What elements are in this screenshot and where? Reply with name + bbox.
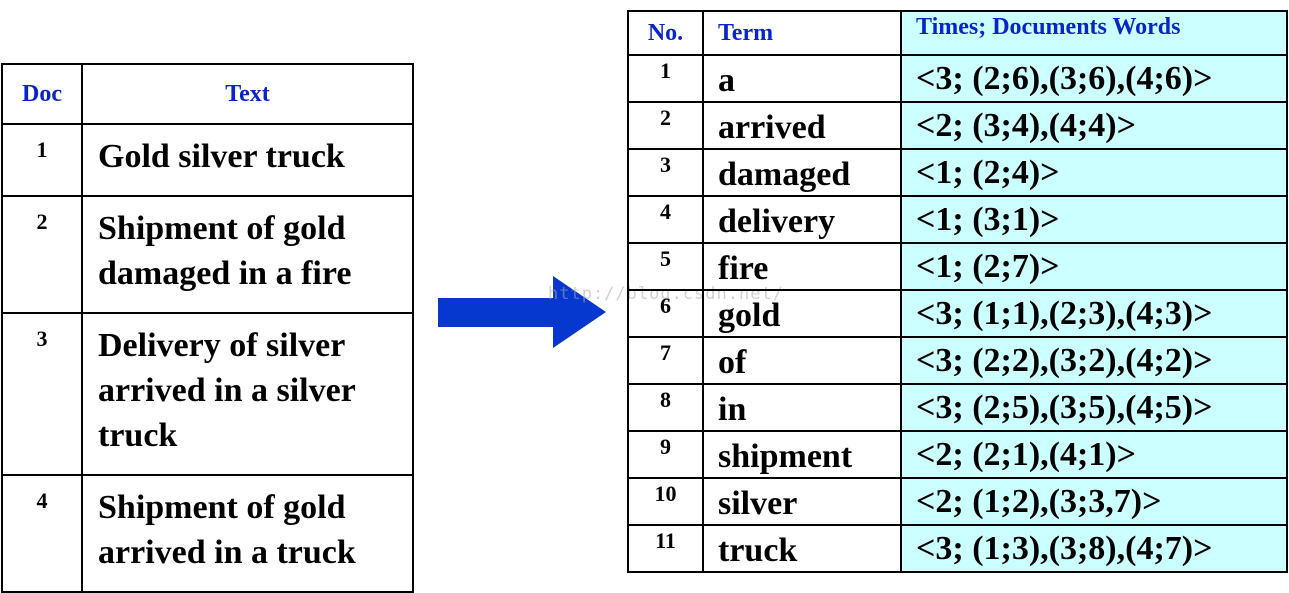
no-column-header: No.	[627, 10, 704, 56]
doc-text: Gold silver truck	[81, 123, 414, 197]
term-column-header: Term	[702, 10, 902, 56]
index-row: 9 shipment <2; (2;1),(4;1)>	[627, 430, 1288, 479]
term-number: 8	[627, 383, 704, 432]
term-number: 1	[627, 54, 704, 103]
posting-column-header: Times; Documents Words	[900, 10, 1288, 56]
document-row: 4 Shipment of gold arrived in a truck	[1, 474, 414, 593]
index-row: 5 fire <1; (2;7)>	[627, 242, 1288, 291]
index-row: 7 of <3; (2;2),(3;2),(4;2)>	[627, 336, 1288, 385]
posting-list: <3; (2;5),(3;5),(4;5)>	[900, 383, 1288, 432]
posting-list: <1; (2;4)>	[900, 148, 1288, 197]
term-number: 5	[627, 242, 704, 291]
term: shipment	[702, 430, 902, 479]
term: silver	[702, 477, 902, 526]
arrow-shape	[438, 276, 606, 348]
document-table: Doc Text 1 Gold silver truck 2 Shipment …	[1, 63, 414, 593]
term-number: 10	[627, 477, 704, 526]
term: a	[702, 54, 902, 103]
index-row: 10 silver <2; (1;2),(3;3,7)>	[627, 477, 1288, 526]
doc-column-header: Doc	[1, 63, 83, 125]
document-row: 3 Delivery of silver arrived in a silver…	[1, 312, 414, 476]
document-row: 1 Gold silver truck	[1, 123, 414, 197]
term-number: 6	[627, 289, 704, 338]
index-row: 1 a <3; (2;6),(3;6),(4;6)>	[627, 54, 1288, 103]
posting-list: <2; (1;2),(3;3,7)>	[900, 477, 1288, 526]
doc-number: 2	[1, 195, 83, 314]
index-row: 6 gold <3; (1;1),(2;3),(4;3)>	[627, 289, 1288, 338]
posting-list: <3; (1;1),(2;3),(4;3)>	[900, 289, 1288, 338]
term: of	[702, 336, 902, 385]
term-number: 9	[627, 430, 704, 479]
posting-list: <1; (2;7)>	[900, 242, 1288, 291]
posting-list: <3; (1;3),(3;8),(4;7)>	[900, 524, 1288, 573]
index-row: 8 in <3; (2;5),(3;5),(4;5)>	[627, 383, 1288, 432]
term: fire	[702, 242, 902, 291]
term-number: 3	[627, 148, 704, 197]
right-arrow-icon	[438, 276, 606, 348]
term: damaged	[702, 148, 902, 197]
doc-text: Shipment of gold damaged in a fire	[81, 195, 414, 314]
document-row: 2 Shipment of gold damaged in a fire	[1, 195, 414, 314]
term: truck	[702, 524, 902, 573]
doc-text: Shipment of gold arrived in a truck	[81, 474, 414, 593]
term: gold	[702, 289, 902, 338]
term: delivery	[702, 195, 902, 244]
posting-list: <3; (2;2),(3;2),(4;2)>	[900, 336, 1288, 385]
term-number: 2	[627, 101, 704, 150]
doc-number: 3	[1, 312, 83, 476]
doc-text: Delivery of silver arrived in a silver t…	[81, 312, 414, 476]
doc-number: 4	[1, 474, 83, 593]
index-row: 11 truck <3; (1;3),(3;8),(4;7)>	[627, 524, 1288, 573]
term: arrived	[702, 101, 902, 150]
posting-list: <3; (2;6),(3;6),(4;6)>	[900, 54, 1288, 103]
inverted-index-table: No. Term Times; Documents Words 1 a <3; …	[627, 10, 1288, 573]
index-table-header: No. Term Times; Documents Words	[627, 10, 1288, 56]
text-column-header: Text	[81, 63, 414, 125]
document-table-header: Doc Text	[1, 63, 414, 125]
term-number: 7	[627, 336, 704, 385]
doc-number: 1	[1, 123, 83, 197]
term-number: 11	[627, 524, 704, 573]
index-row: 4 delivery <1; (3;1)>	[627, 195, 1288, 244]
term-number: 4	[627, 195, 704, 244]
term: in	[702, 383, 902, 432]
posting-list: <1; (3;1)>	[900, 195, 1288, 244]
posting-list: <2; (3;4),(4;4)>	[900, 101, 1288, 150]
posting-list: <2; (2;1),(4;1)>	[900, 430, 1288, 479]
index-row: 3 damaged <1; (2;4)>	[627, 148, 1288, 197]
index-row: 2 arrived <2; (3;4),(4;4)>	[627, 101, 1288, 150]
